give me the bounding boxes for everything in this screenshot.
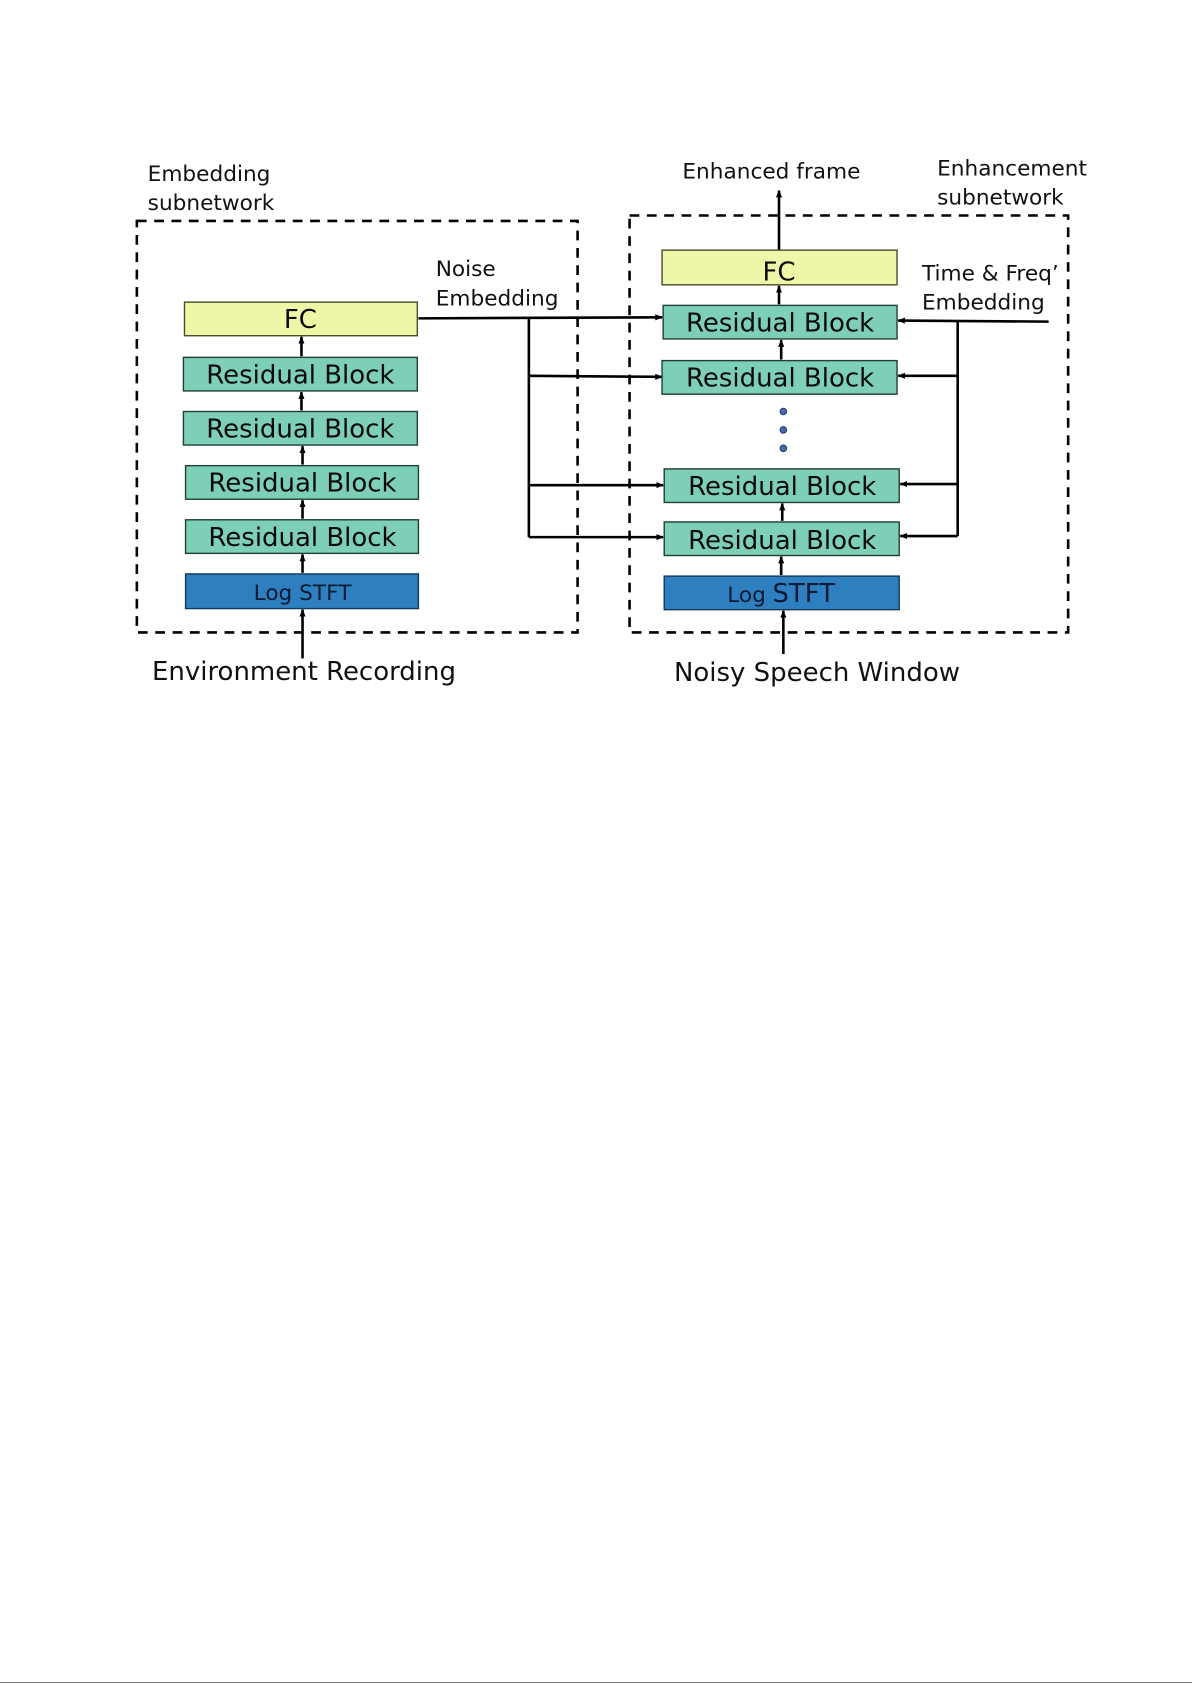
noise-embedding-arrow-to-block-3 <box>529 376 662 377</box>
noise-embedding-label-line1: Noise <box>436 257 496 282</box>
embedding-residual-block-4-label: Residual Block <box>206 360 394 390</box>
ellipsis-dot-1 <box>780 408 786 414</box>
page-bottom-rule <box>0 1682 1192 1683</box>
time-freq-embedding-label-line2: Embedding <box>922 291 1045 316</box>
noise-embedding-label-line2: Embedding <box>436 286 559 311</box>
time-freq-embedding-connections: Time & Freq’ Embedding <box>898 261 1059 536</box>
embedding-residual-block-2-label: Residual Block <box>208 469 396 499</box>
ellipsis-dot-2 <box>780 427 786 433</box>
embedding-residual-block-3-label: Residual Block <box>206 414 394 444</box>
enhancement-subnetwork: Enhancement subnetwork Enhanced frame FC… <box>630 156 1087 688</box>
enhancement-log-stft-prefix: Log <box>727 583 766 608</box>
embedding-subnetwork-title-line2: subnetwork <box>148 191 275 216</box>
embedding-subnetwork: Embedding subnetwork FC Residual Block R… <box>137 162 578 687</box>
enhancement-subnetwork-title-line2: subnetwork <box>937 186 1064 211</box>
time-freq-arrow-to-block-top <box>898 321 1049 322</box>
enhancement-fc-label: FC <box>762 257 795 287</box>
enhancement-residual-block-2-label: Residual Block <box>688 472 876 502</box>
enhancement-residual-block-top-label: Residual Block <box>686 308 874 338</box>
enhancement-residual-block-1-label: Residual Block <box>688 526 876 556</box>
embedding-residual-block-1-label: Residual Block <box>208 523 396 553</box>
enhanced-frame-label: Enhanced frame <box>682 160 860 185</box>
enhancement-subnetwork-title-line1: Enhancement <box>937 156 1087 181</box>
noise-embedding-arrow-to-block-top <box>418 317 662 318</box>
time-freq-embedding-label-line1: Time & Freq’ <box>921 261 1059 286</box>
ellipsis-dot-3 <box>780 445 786 451</box>
noise-embedding-connections: Noise Embedding <box>418 257 663 537</box>
enhancement-log-stft-main: STFT <box>772 579 835 609</box>
environment-recording-label: Environment Recording <box>152 657 456 687</box>
embedding-fc-label: FC <box>284 305 317 335</box>
noisy-speech-window-label: Noisy Speech Window <box>674 658 960 688</box>
embedding-subnetwork-title-line1: Embedding <box>148 162 271 187</box>
enhancement-residual-block-3-label: Residual Block <box>686 364 874 394</box>
embedding-log-stft-label: Log STFT <box>254 581 353 606</box>
